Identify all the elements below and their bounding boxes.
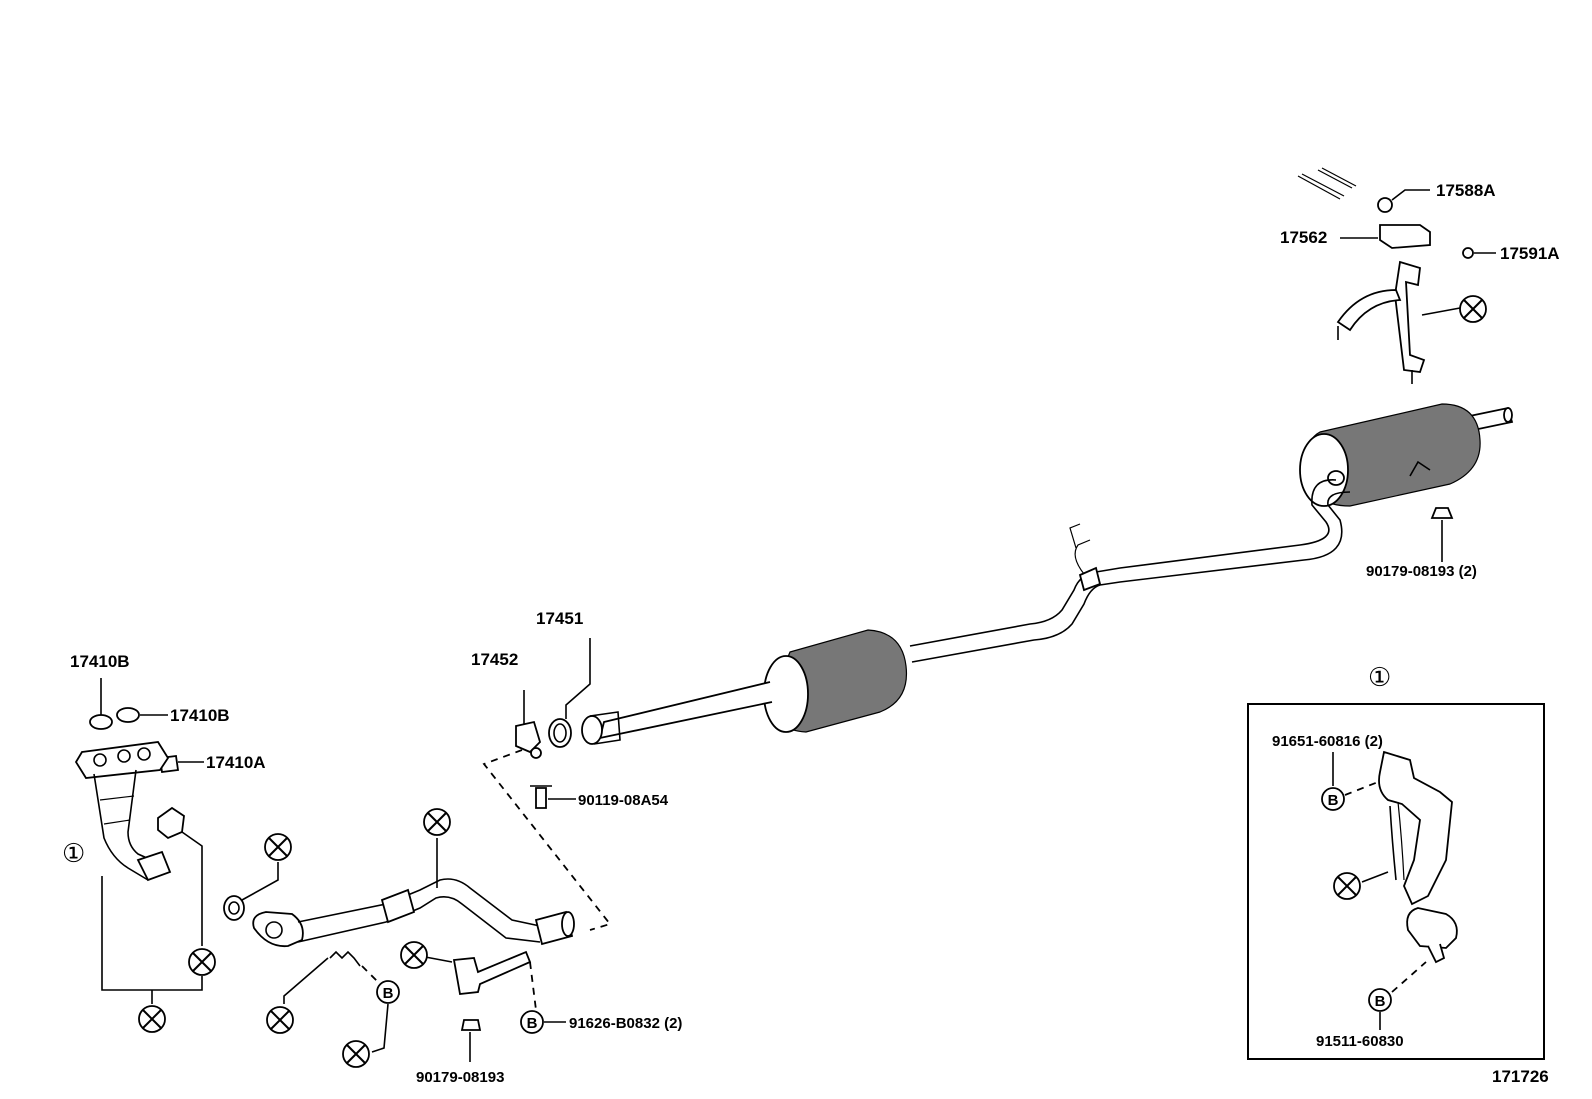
front-mid-pipe: [598, 681, 773, 740]
front-pipe-gasket: [223, 895, 245, 921]
mid-pipe-lower: [911, 491, 1351, 663]
bolt-90119: [535, 787, 547, 809]
assembly-mark-main: ①: [62, 838, 85, 868]
manifold-pipe-right: [127, 769, 157, 863]
rear-hanger-group: [1297, 167, 1496, 384]
inset-bracket: [1378, 750, 1453, 906]
hanger-rod: [1297, 175, 1341, 200]
pipe-inlet: [581, 715, 603, 745]
joint-parts: [482, 638, 612, 931]
label-91626-B0832: 91626-B0832 (2): [569, 1015, 682, 1032]
manifold-flange: [74, 741, 170, 779]
center-hanger: [1078, 566, 1102, 592]
label-17410B-side: 17410B: [170, 706, 230, 725]
nut-90179-rear: [1430, 507, 1454, 519]
bolt-marker-b: B: [383, 985, 394, 1002]
svg-text:B: B: [1328, 792, 1339, 809]
gasket-17451: [548, 718, 572, 748]
grommet-17588A: [1377, 197, 1393, 213]
manifold-outlet-flange: [136, 850, 172, 882]
leader-17588A: [1391, 189, 1430, 201]
gasket-17410B-top: [89, 714, 113, 730]
spring: [329, 950, 361, 967]
mid-pipe-upper: [909, 479, 1337, 647]
rear-muffler-group: [1299, 403, 1514, 562]
rear-hanger-strap: [1336, 289, 1402, 332]
label-17588A: 17588A: [1436, 181, 1496, 200]
oxygen-sensor: [157, 806, 185, 840]
front-hanger-bracket: [452, 950, 532, 995]
manifold-assembly-bracket: [101, 876, 203, 991]
label-17410B-top: 17410B: [70, 652, 130, 671]
non-reusable-marker: [1459, 295, 1487, 323]
clamp-17452: [515, 720, 542, 754]
svg-text:B: B: [527, 1015, 538, 1032]
label-90179-08193-2: 90179-08193 (2): [1366, 563, 1477, 580]
center-pipe-group: [581, 479, 1351, 745]
front-pipe-heat-shield: [380, 888, 416, 924]
rear-muffler-end-cap: [1299, 433, 1349, 507]
front-pipe-group: B B: [223, 808, 575, 1068]
inset-detail: B B: [1247, 703, 1545, 1060]
label-17562: 17562: [1280, 228, 1327, 247]
label-91651-60816: 91651-60816 (2): [1272, 733, 1383, 750]
exhaust-manifold-group: [74, 678, 216, 1033]
front-pipe-upper: [297, 878, 541, 927]
drawing-number: 171726: [1492, 1067, 1549, 1086]
inset-insulator: [1406, 907, 1458, 949]
front-pipe-flange: [252, 911, 304, 948]
label-90119-08A54: 90119-08A54: [578, 792, 669, 809]
gasket-17410B-side: [116, 707, 140, 723]
label-17451: 17451: [536, 609, 583, 628]
label-17410A: 17410A: [206, 753, 266, 772]
bracket-17562: [1379, 224, 1431, 249]
label-91511-60830: 91511-60830: [1316, 1033, 1404, 1050]
assembly-mark-inset: ①: [1368, 662, 1391, 692]
inset-frame: [1247, 703, 1545, 1060]
manifold-pipe-left: [93, 773, 149, 881]
svg-text:B: B: [1375, 993, 1386, 1010]
label-17452: 17452: [471, 650, 518, 669]
leader-17451: [565, 638, 591, 719]
leader-rear-hanger: [1421, 307, 1461, 316]
nut-90179-front: [460, 1019, 482, 1031]
label-90179-08193: 90179-08193: [416, 1069, 504, 1086]
dashed-assembly-line: [482, 749, 612, 931]
front-pipe-lower: [297, 896, 541, 943]
nut-17591A: [1462, 247, 1474, 259]
label-17591A: 17591A: [1500, 244, 1560, 263]
rear-hanger-bracket: [1394, 260, 1426, 373]
